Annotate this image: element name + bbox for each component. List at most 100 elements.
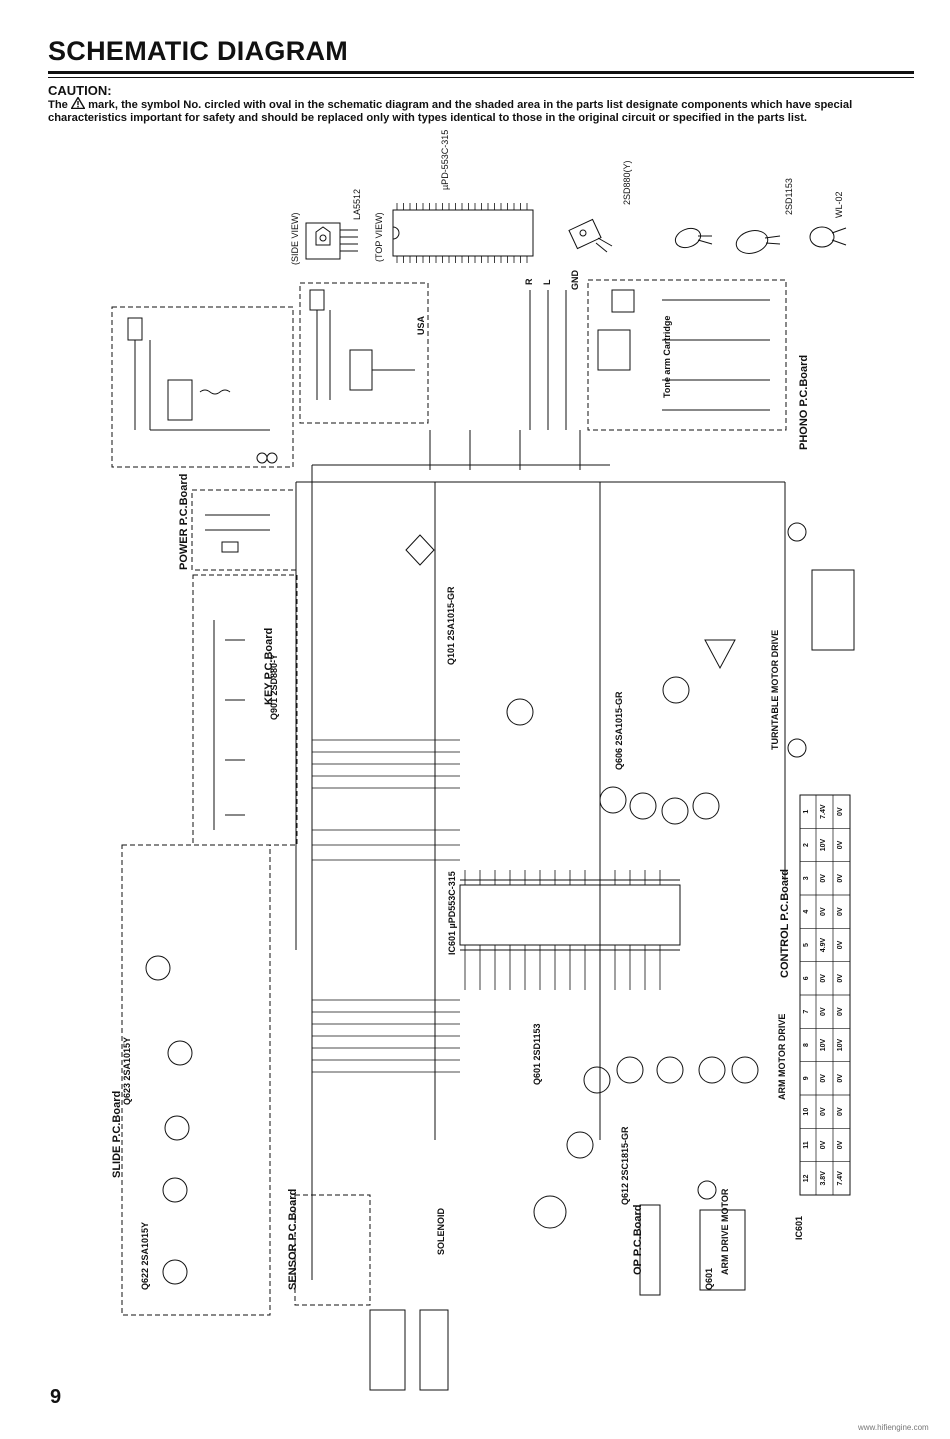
top-view-label: (TOP VIEW): [374, 212, 384, 262]
solenoid-label: SOLENOID: [436, 1207, 446, 1255]
ic-upd553-outline: [392, 209, 534, 257]
transistor-2sa1015: [674, 227, 713, 249]
q601-table: [639, 1204, 746, 1296]
q901-label: Q901 2SD880-Y: [269, 654, 279, 720]
usa-transformer-block: [299, 282, 429, 424]
tone-arm-label: Tone arm Cartridge: [662, 316, 672, 398]
voltage-b: 0V: [837, 840, 844, 849]
q623-label: Q623 2SA1015Y: [122, 1037, 132, 1105]
voltage-a: 0V: [820, 874, 827, 883]
q612-label: Q612 2SC1815-GR: [620, 1126, 630, 1205]
power-board-detail: [205, 514, 270, 553]
page-number: 9: [50, 1386, 62, 1408]
caution-text: The mark, the symbol No. circled with ov…: [48, 97, 920, 125]
pin-number: 9: [803, 1076, 810, 1080]
voltage-b: 10V: [837, 1038, 844, 1051]
side-view-label: (SIDE VIEW): [290, 212, 300, 265]
main-wiring: [295, 430, 786, 1280]
arm-motor-label: ARM DRIVE MOTOR: [720, 1188, 730, 1275]
voltage-b: 0V: [837, 1074, 844, 1083]
q601-table-label: Q601: [704, 1268, 714, 1290]
q606-label: Q606 2SA1015-GR: [614, 691, 624, 770]
slide-board-label: SLIDE P.C.Board: [111, 1091, 123, 1178]
voltage-a: 10V: [820, 838, 827, 851]
speed-table: [811, 569, 855, 651]
size-selector-table: [369, 1309, 449, 1391]
tone-arm-cartridge-block: [587, 279, 787, 431]
pin-number: 5: [803, 943, 810, 947]
pin-number: 11: [803, 1141, 810, 1149]
voltage-b: 0V: [837, 907, 844, 916]
pin-number: 7: [803, 1010, 810, 1014]
slide-transistors: [145, 955, 193, 1285]
voltage-a: 0V: [820, 907, 827, 916]
l-label: L: [542, 279, 552, 285]
power-board-label: POWER P.C.Board: [178, 474, 190, 570]
voltage-b: 7.4V: [837, 1171, 844, 1186]
r-label: R: [524, 278, 534, 285]
voltage-a: 7.4V: [820, 804, 827, 819]
ic601-table-label: IC601: [794, 1216, 804, 1240]
q601-label: Q601 2SD1153: [532, 1023, 542, 1085]
sensor-board-outline: [294, 1194, 371, 1306]
arm-motor-drive-label: ARM MOTOR DRIVE: [777, 1014, 787, 1100]
usa-transformer-detail: [309, 289, 415, 400]
usa-label: USA: [416, 315, 426, 335]
caution-prefix: The: [48, 99, 68, 111]
key-switches: [213, 620, 245, 830]
pin-number: 10: [803, 1108, 810, 1116]
led-wl02: [809, 226, 847, 248]
tone-arm-connectors: [597, 289, 770, 411]
voltage-b: 0V: [837, 1007, 844, 1016]
voltage-a: 0V: [820, 974, 827, 983]
upd553-label: µPD-553C-315: [440, 130, 450, 190]
rl-gnd-leads: [529, 290, 567, 430]
title-rule: [48, 71, 914, 74]
gnd-label: GND: [570, 270, 580, 291]
warning-triangle-icon: [71, 97, 85, 109]
ic601-label: IC601 µPD553C-315: [447, 871, 457, 955]
voltage-b: 0V: [837, 940, 844, 949]
pin-number: 4: [803, 910, 810, 914]
pin-number: 1: [803, 810, 810, 814]
title-rule-thin: [48, 77, 914, 78]
wl02-label: WL-02: [834, 191, 844, 218]
ic601-chip: [459, 879, 681, 951]
key-board-outline: [192, 574, 298, 846]
motor-symbols: [697, 522, 807, 1200]
voltage-a: 4.9V: [820, 937, 827, 952]
ic-la5512-outline: [305, 222, 358, 260]
ic601-table-grid: [800, 795, 850, 1195]
caution-body: mark, the symbol No. circled with oval i…: [48, 99, 853, 124]
control-board-label: CONTROL P.C.Board: [779, 869, 791, 978]
turntable-drive-label: TURNTABLE MOTOR DRIVE: [770, 630, 780, 750]
voltage-a: 10V: [820, 1038, 827, 1051]
power-board-outline: [191, 489, 297, 571]
pin-number: 12: [803, 1174, 810, 1182]
voltage-b: 0V: [837, 874, 844, 883]
voltage-b: 0V: [837, 1107, 844, 1116]
pin-number: 6: [803, 976, 810, 980]
slide-board-outline: [121, 844, 271, 1316]
voltage-a: 0V: [820, 1140, 827, 1149]
horizontal-signal-lines: [312, 739, 661, 1073]
voltage-a: 0V: [820, 1007, 827, 1016]
transistor-2sd880: [568, 218, 613, 253]
la5512-label: LA5512: [352, 189, 362, 220]
phono-board-label: PHONO P.C.Board: [798, 355, 810, 450]
sensor-board-label: SENSOR P.C.Board: [287, 1189, 299, 1290]
control-transistors: [506, 676, 759, 1229]
europe-transformer-detail: [127, 317, 278, 464]
voltage-b: 0V: [837, 807, 844, 816]
page-title: SCHEMATIC DIAGRAM: [48, 36, 349, 66]
ic-upd553-pins: [396, 203, 528, 263]
source-credit: www.hifiengine.com: [858, 1423, 929, 1432]
pin-number: 2: [803, 843, 810, 847]
ic401-opamp: [704, 639, 736, 670]
2sd880-label: 2SD880(Y): [622, 160, 632, 205]
voltage-a: 0V: [820, 1107, 827, 1116]
2sd1153-label: 2SD1153: [784, 178, 794, 215]
q101-label: Q101 2SA1015-GR: [446, 586, 456, 665]
